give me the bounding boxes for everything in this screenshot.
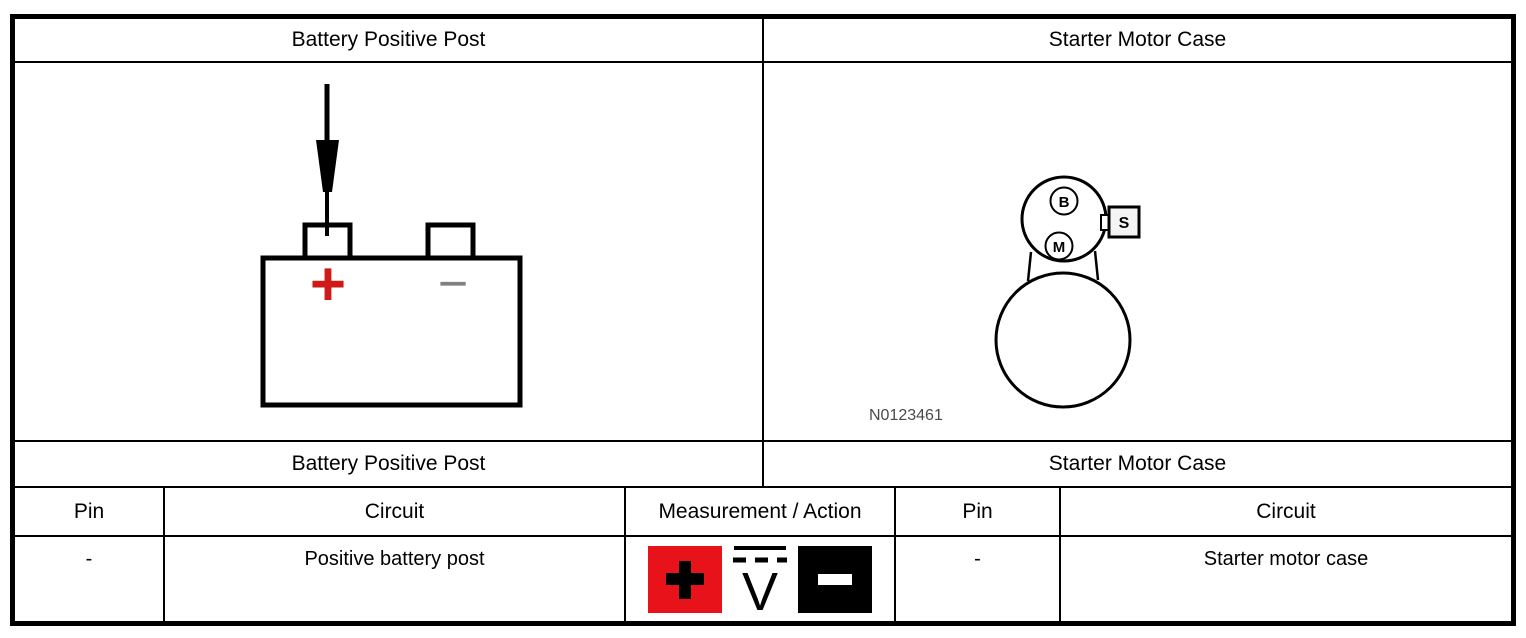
battery-negative-terminal	[425, 222, 476, 261]
positive-lead-icon	[648, 545, 722, 613]
divider-col-pin-left	[163, 486, 165, 621]
divider-col-measurement-right	[894, 486, 896, 621]
housing-joint-left	[1026, 251, 1033, 282]
battery-body	[260, 255, 523, 408]
divider-table-header-bottom	[15, 535, 1511, 537]
battery-diagram: + −	[260, 84, 523, 408]
document-frame: Battery Positive Post Starter Motor Case…	[10, 14, 1516, 626]
housing-joint-right	[1093, 250, 1100, 281]
col-header-pin-right: Pin	[962, 499, 993, 523]
minus-glyph-bar	[818, 573, 852, 585]
data-cell-circuit-right: Starter motor case	[1203, 548, 1369, 570]
divider-center-vertical	[762, 19, 764, 488]
battery-minus-symbol: −	[438, 255, 468, 313]
col-header-measurement: Measurement / Action	[658, 499, 862, 523]
caption-cell-battery: Battery Positive Post	[291, 452, 486, 475]
terminal-s-label: S	[1119, 215, 1130, 232]
starter-motor-diagram: S B M N0123461	[869, 175, 1141, 424]
col-header-pin-left: Pin	[73, 499, 105, 523]
motor-case-circle	[994, 271, 1132, 409]
data-cell-pin-right: -	[974, 548, 981, 570]
header-cell-battery: Battery Positive Post	[291, 28, 486, 51]
col-header-circuit-left: Circuit	[364, 499, 425, 523]
dc-voltmeter-icon: V	[733, 546, 787, 614]
terminal-m-label: M	[1053, 239, 1066, 256]
plus-glyph-bar-v	[679, 560, 691, 599]
terminal-b-circle	[1049, 186, 1079, 216]
divider-col-measurement-left	[624, 486, 626, 621]
terminal-b-label: B	[1059, 194, 1070, 211]
voltmeter-letter: V	[742, 562, 778, 614]
data-cell-pin-left: -	[85, 548, 93, 570]
figure-id-label: N0123461	[869, 407, 943, 424]
test-probe-icon	[316, 140, 339, 192]
caption-cell-starter: Starter Motor Case	[1048, 452, 1227, 475]
col-header-circuit-right: Circuit	[1256, 499, 1316, 523]
data-cell-circuit-left: Positive battery post	[304, 548, 485, 570]
header-cell-starter: Starter Motor Case	[1048, 28, 1227, 51]
measurement-action-cell: V	[626, 537, 894, 621]
terminal-m-circle	[1044, 231, 1074, 261]
divider-col-pin-right	[1059, 486, 1061, 621]
battery-plus-symbol: +	[310, 250, 346, 319]
terminal-s-box	[1107, 205, 1141, 239]
negative-lead-icon	[798, 545, 872, 613]
